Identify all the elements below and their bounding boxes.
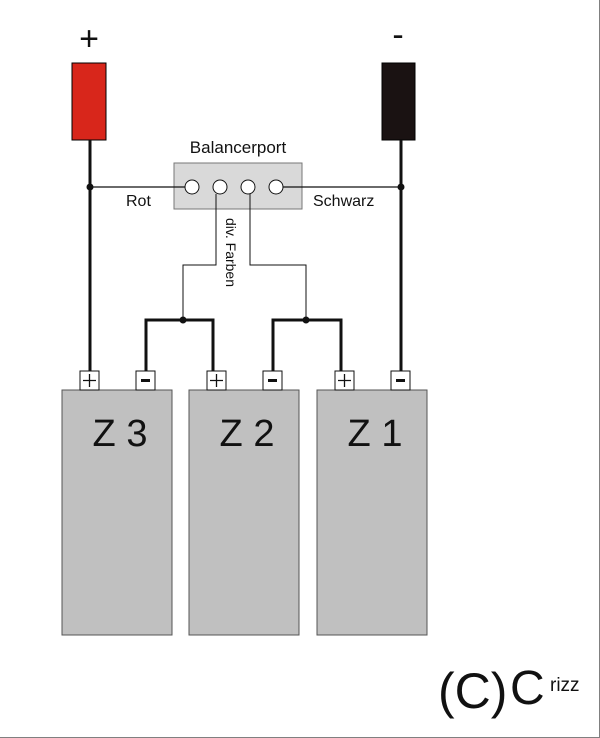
balancer-pin-4: [268, 179, 284, 195]
plus-icon: [83, 374, 96, 387]
junction-dot: [397, 183, 405, 191]
balancer-pin-2: [212, 179, 228, 195]
series-link-z3-z2: [144, 318, 215, 372]
cell-body: [316, 389, 428, 636]
cell-label: Z 2: [220, 413, 275, 455]
junction-dot: [302, 316, 310, 324]
cell-body: [61, 389, 173, 636]
plus-icon: [338, 374, 351, 387]
battery-cell: Z 2: [188, 370, 300, 636]
negative-plug: [381, 62, 416, 141]
balancer-pin-1: [184, 179, 200, 195]
balance-wire-3: [249, 194, 307, 320]
plus-sign: +: [79, 20, 99, 58]
junction-dot: [179, 316, 187, 324]
junction-dot: [86, 183, 94, 191]
copyright-symbol: (C): [438, 663, 507, 719]
cell-label: Z 3: [93, 413, 148, 455]
series-link-z2-z1: [271, 318, 343, 372]
red-wire-label: Rot: [126, 193, 151, 210]
cell-label: Z 1: [348, 413, 403, 455]
balancer-pin-3: [240, 179, 256, 195]
author-logo-c: C: [510, 662, 545, 715]
black-wire-label: Schwarz: [313, 193, 374, 210]
minus-sign: -: [392, 16, 403, 54]
battery-cell: Z 1: [316, 370, 428, 636]
balancer-title: Balancerport: [190, 138, 287, 157]
author-logo-rest: rizz: [550, 675, 580, 696]
battery-cell: Z 3: [61, 370, 173, 636]
balance-wire-2: [182, 194, 217, 320]
cell-body: [188, 389, 300, 636]
wires-label: div. Farben: [223, 218, 239, 287]
positive-plug: [71, 62, 107, 141]
plus-icon: [210, 374, 223, 387]
